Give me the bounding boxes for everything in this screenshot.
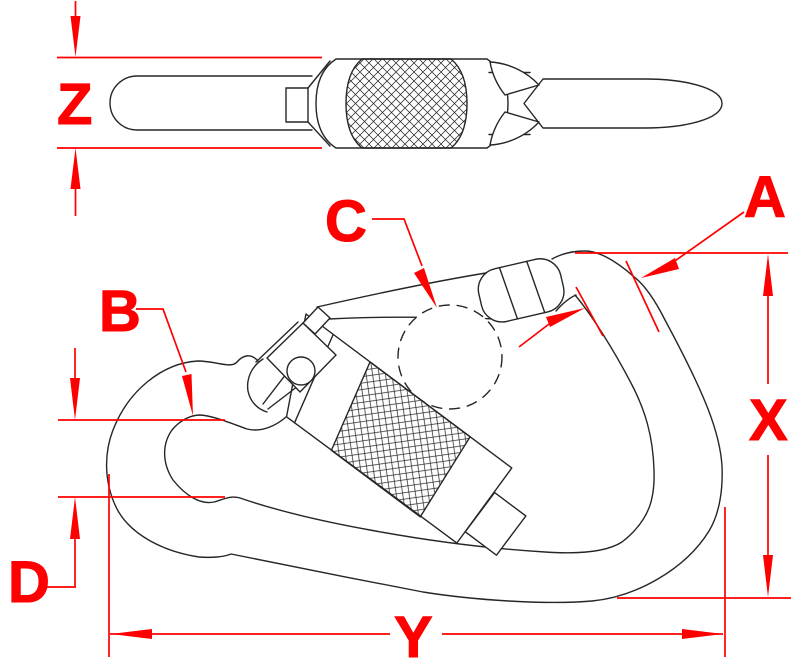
c-arrow <box>414 268 437 308</box>
dim-label-z: Z <box>57 72 92 137</box>
nose-bumper-division-lines <box>498 260 546 320</box>
sleeve-knurl-texture <box>330 361 471 518</box>
dimension-d <box>46 348 225 588</box>
barrel-knurl-texture <box>345 58 468 149</box>
spring-claw-top <box>489 61 540 96</box>
rope-diameter-dashed-circle <box>397 304 503 410</box>
dim-label-c: C <box>325 189 367 254</box>
gate-lock-sleeve <box>285 313 527 556</box>
x-arrow-up <box>763 254 773 296</box>
hinge-stub-bracket <box>302 306 331 335</box>
top-view-gate-assembly <box>109 58 723 149</box>
b-arrow <box>182 374 193 416</box>
z-arrow-up <box>70 148 81 189</box>
dimension-a <box>518 211 745 348</box>
frame-inner-edge <box>163 294 655 554</box>
d-arrow-down <box>70 378 80 420</box>
dimension-x <box>575 252 791 599</box>
dimension-y <box>108 474 726 657</box>
z-arrow-down <box>70 16 81 57</box>
dim-label-b: B <box>99 279 141 344</box>
gate-shaft-notch <box>285 87 309 123</box>
dim-label-y: Y <box>394 605 433 670</box>
dimension-annotations: Z C A B X D Y <box>8 1 791 671</box>
dim-label-d: D <box>8 550 50 615</box>
a-arrow-lower <box>546 308 585 327</box>
dimension-b <box>136 308 193 416</box>
dimension-c <box>372 218 437 308</box>
dim-label-a: A <box>744 165 786 230</box>
d-arrow-up <box>70 497 80 539</box>
gate-shaft <box>109 75 313 131</box>
frame-outer-edge <box>105 250 723 604</box>
main-view-carabiner <box>105 250 723 604</box>
hinge-rivet <box>286 356 316 386</box>
shaft-barrel-connector <box>307 60 331 147</box>
dimension-z <box>57 1 322 216</box>
gate-hinge <box>246 306 337 413</box>
dim-label-x: X <box>749 388 788 453</box>
gate-rod <box>523 78 723 129</box>
nose-bumper <box>477 258 565 323</box>
x-arrow-down <box>763 555 773 597</box>
hinge-boss-arc <box>246 358 268 413</box>
y-arrow-right <box>682 629 723 639</box>
a-arrow-upper <box>641 258 679 278</box>
spring-claw-bottom <box>489 111 540 146</box>
y-arrow-left <box>111 629 152 639</box>
nose-notch-line <box>555 294 577 312</box>
sleeve-tail-block <box>464 491 527 556</box>
